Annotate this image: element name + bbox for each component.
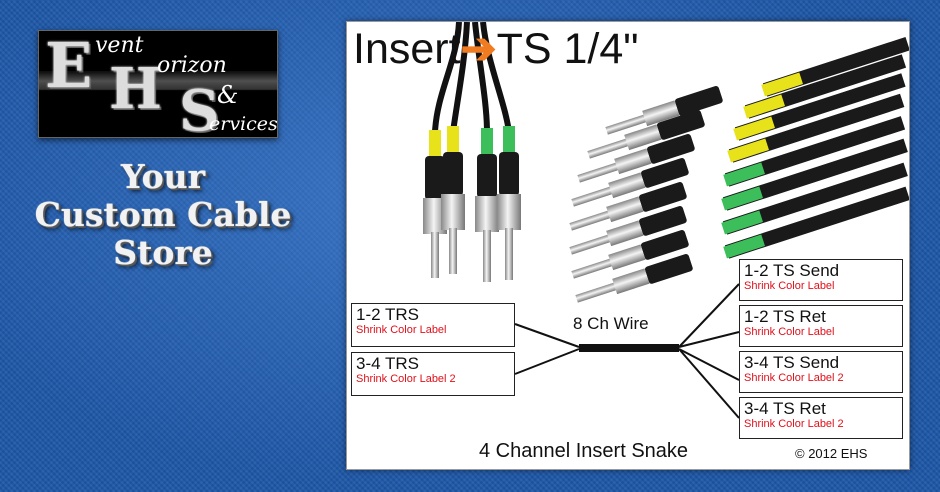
label-box-3-4-trs: 3-4 TRS Shrink Color Label 2 xyxy=(351,352,515,396)
ehs-logo[interactable]: E vent H orizon & S ervices xyxy=(38,30,278,138)
page-title: Insert➔TS 1/4" xyxy=(353,24,639,74)
shrink-green-2 xyxy=(503,126,515,154)
logo-ampersand: & xyxy=(217,81,239,109)
label-box-3-4-ts-ret: 3-4 TS Ret Shrink Color Label 2 xyxy=(739,397,903,439)
box-main-label: 1-2 TRS xyxy=(356,305,419,324)
arrow-right-icon: ➔ xyxy=(460,25,497,73)
logo-letter-s: S xyxy=(179,78,220,138)
main-wire-bar xyxy=(579,344,679,352)
copyright-notice: © 2012 EHS xyxy=(795,446,868,461)
logo-word-ervices: ervices xyxy=(209,113,278,135)
ts-plug-group xyxy=(569,36,909,303)
cable-illustration xyxy=(423,22,909,419)
label-box-1-2-ts-ret: 1-2 TS Ret Shrink Color Label xyxy=(739,305,903,347)
box-sub-label: Shrink Color Label 2 xyxy=(744,372,844,384)
box-sub-label: Shrink Color Label 2 xyxy=(744,418,844,430)
title-insert: Insert xyxy=(353,25,461,73)
shrink-yellow-1 xyxy=(429,130,441,158)
box-main-label: 3-4 TRS xyxy=(356,354,419,373)
wire-label: 8 Ch Wire xyxy=(573,314,649,333)
label-box-1-2-trs: 1-2 TRS Shrink Color Label xyxy=(351,303,515,347)
shrink-yellow-2 xyxy=(447,126,459,154)
label-box-1-2-ts-send: 1-2 TS Send Shrink Color Label xyxy=(739,259,903,301)
label-box-3-4-ts-send: 3-4 TS Send Shrink Color Label 2 xyxy=(739,351,903,393)
title-ts: TS 1/4" xyxy=(496,25,639,73)
tagline-line-1: Your xyxy=(120,157,206,196)
logo-word-vent: vent xyxy=(95,33,144,58)
logo-letter-e: E xyxy=(45,30,93,102)
box-main-label: 1-2 TS Send xyxy=(744,261,840,280)
box-sub-label: Shrink Color Label xyxy=(356,324,447,336)
tagline-line-3: Store xyxy=(113,233,213,272)
box-main-label: 1-2 TS Ret xyxy=(744,307,826,326)
tagline-line-2: Custom Cable xyxy=(34,195,292,234)
product-caption: 4 Channel Insert Snake xyxy=(479,440,689,462)
box-main-label: 3-4 TS Send xyxy=(744,353,840,372)
box-sub-label: Shrink Color Label 2 xyxy=(356,373,456,385)
box-sub-label: Shrink Color Label xyxy=(744,280,835,292)
wiring-diagram-lines xyxy=(514,283,740,419)
logo-letter-h: H xyxy=(109,56,162,122)
shrink-green-1 xyxy=(481,128,493,156)
trs-plug-group xyxy=(423,22,521,282)
logo-word-orizon: orizon xyxy=(157,53,227,78)
tagline: Your Custom Cable Store xyxy=(20,158,306,272)
box-main-label: 3-4 TS Ret xyxy=(744,399,826,418)
logo-shine xyxy=(39,71,277,91)
product-image-panel: Insert➔TS 1/4" 1-2 TRS Shrink Color Labe… xyxy=(346,21,910,470)
box-sub-label: Shrink Color Label xyxy=(744,326,835,338)
